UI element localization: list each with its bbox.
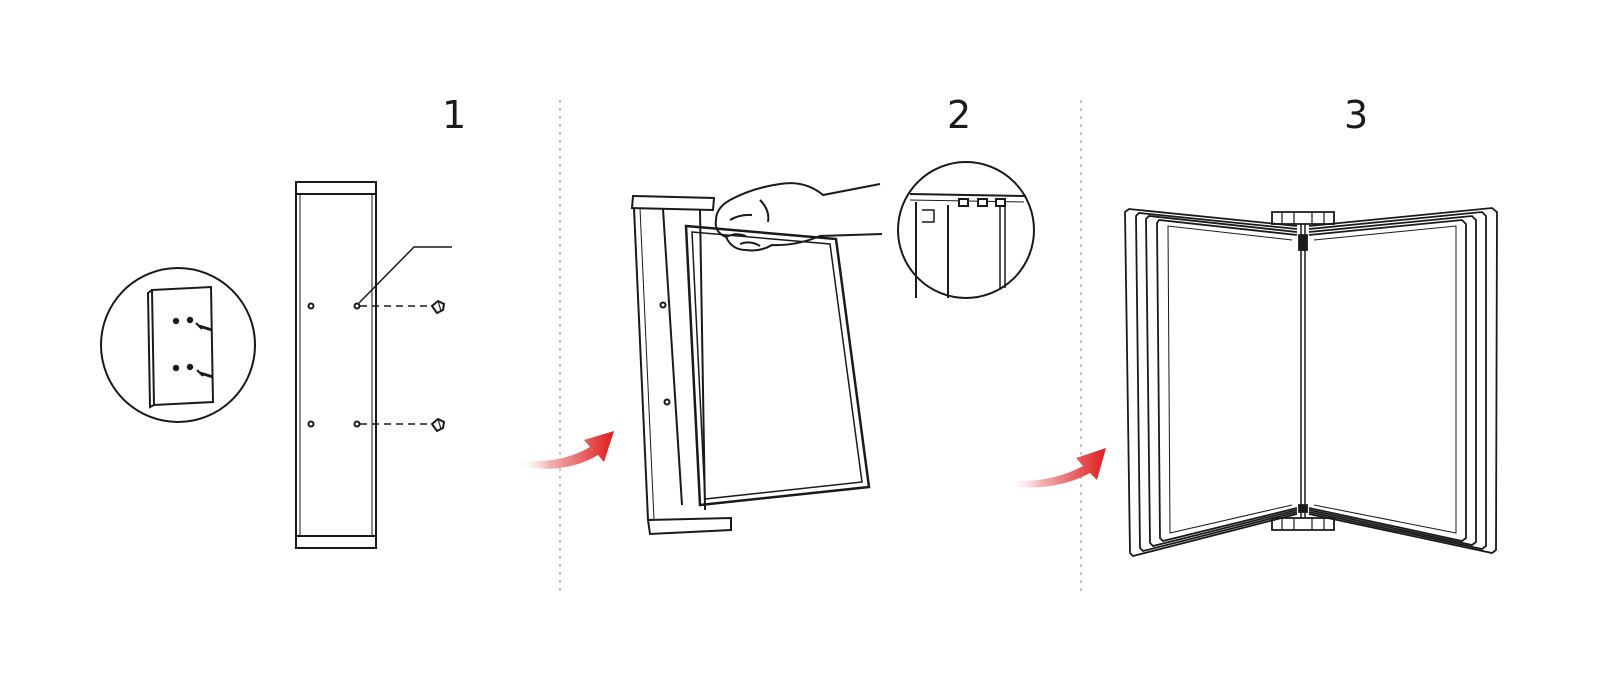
wall-bracket-detail-icon <box>100 267 256 423</box>
step-3-number: 3 <box>1344 93 1369 137</box>
hand-icon <box>714 182 883 252</box>
step-3-illustration <box>1124 207 1498 557</box>
right-panels-icon <box>1308 207 1498 554</box>
screw-icon <box>430 417 446 433</box>
wall-bracket-icon <box>630 194 732 536</box>
slot-detail-icon <box>897 161 1035 299</box>
leader-line <box>358 246 452 304</box>
red-curved-arrow-icon <box>516 431 614 469</box>
step-1-number: 1 <box>442 93 467 137</box>
step-2-illustration <box>630 161 1035 536</box>
red-curved-arrow-icon <box>1007 448 1106 488</box>
left-panels-icon <box>1124 208 1298 557</box>
wall-bracket-icon <box>295 181 377 549</box>
step-1-illustration <box>100 181 452 549</box>
spine-bottom-icon <box>1271 517 1335 531</box>
screw-icon <box>430 299 446 315</box>
display-panel-icon <box>684 224 871 507</box>
spine-top-icon <box>1271 211 1335 225</box>
step-2-number: 2 <box>947 93 972 137</box>
